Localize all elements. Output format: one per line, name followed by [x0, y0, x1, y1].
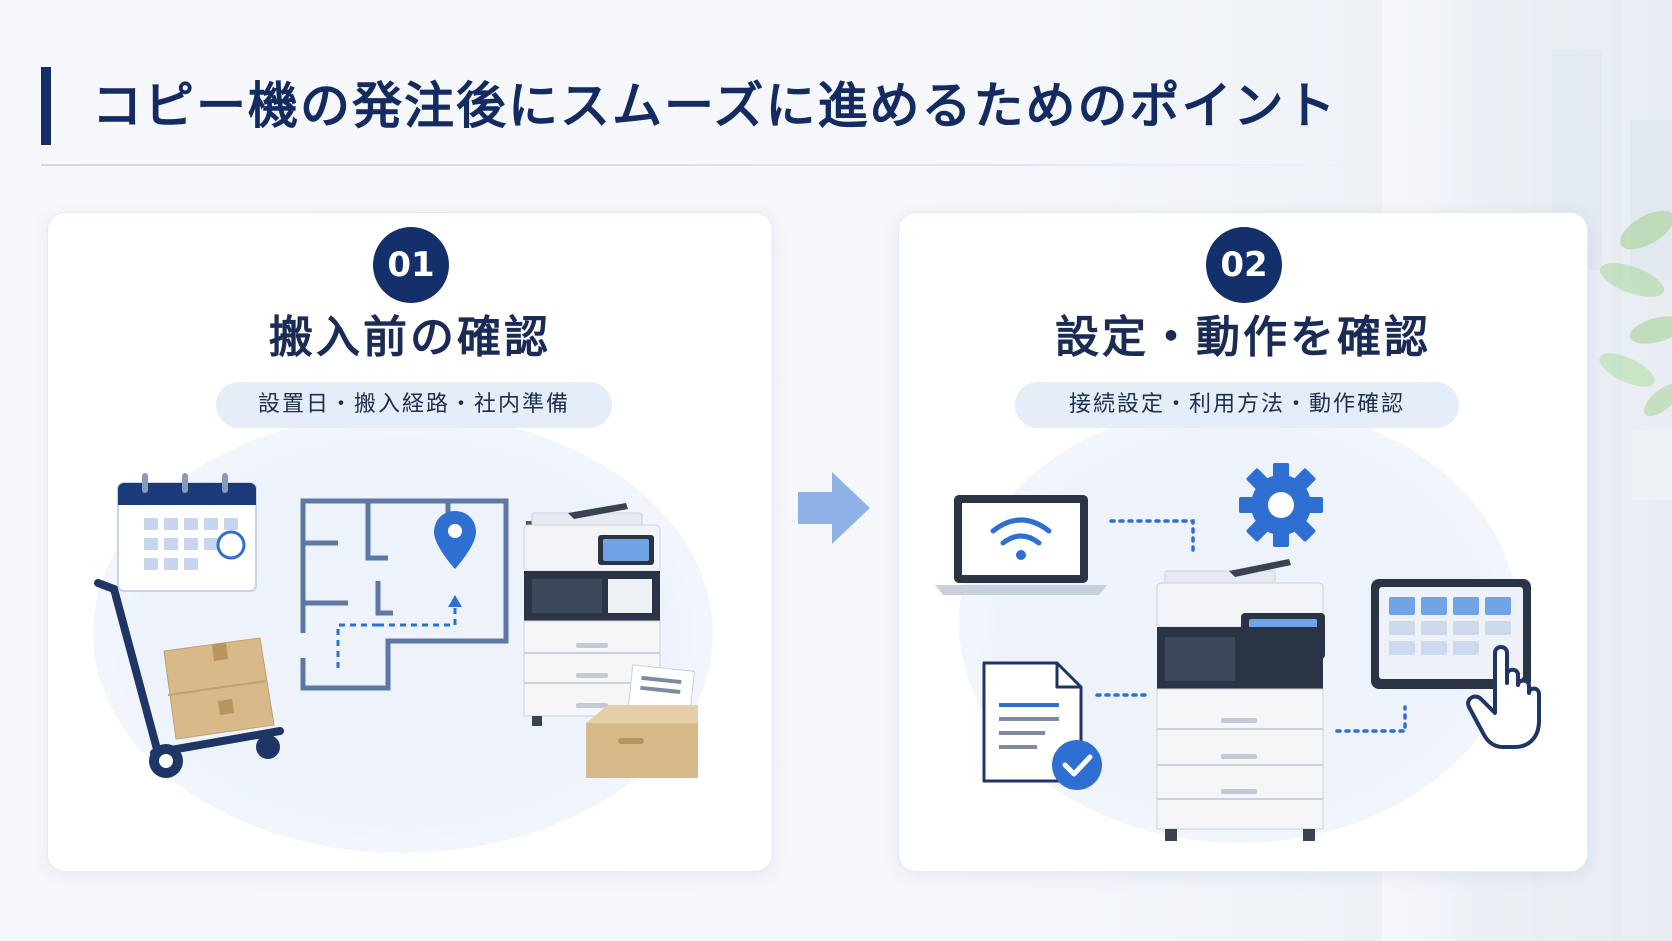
laptop-wifi-icon	[935, 495, 1107, 595]
connector-dots-2	[1335, 705, 1407, 733]
step-number-badge: 02	[1206, 227, 1282, 303]
step-subtitle-pill: 設置日・搬入経路・社内準備	[216, 382, 612, 428]
tablet-icon	[1371, 579, 1531, 689]
calendar-icon	[117, 473, 257, 592]
title-accent-bar	[41, 67, 51, 145]
document-box-icon	[586, 664, 698, 778]
step-subtitle-pill: 接続設定・利用方法・動作確認	[1015, 382, 1459, 428]
right-arrow-icon	[798, 472, 870, 544]
copier-icon	[1156, 559, 1325, 841]
step-title: 搬入前の確認	[269, 312, 551, 363]
step-title: 設定・動作を確認	[1055, 312, 1431, 363]
step-card-1: 01 搬入前の確認 設置日・搬入経路・社内準備	[47, 212, 773, 872]
hand-truck-icon	[94, 579, 284, 778]
floor-plan-icon	[300, 498, 509, 691]
title-divider	[41, 164, 1377, 166]
cardboard-box-icon	[163, 637, 275, 740]
document-check-icon	[982, 661, 1102, 790]
gear-icon	[1239, 463, 1323, 547]
step-2-illustration	[935, 463, 1541, 841]
location-pin-icon	[434, 511, 476, 569]
connector-dots-1	[1109, 519, 1195, 555]
pointer-hand-icon	[1466, 645, 1541, 749]
step-1-illustration	[94, 473, 698, 778]
step-card-2: 02 設定・動作を確認 接続設定・利用方法・動作確認	[898, 212, 1588, 872]
path-arrowhead	[448, 595, 462, 607]
step-number-badge: 01	[373, 227, 449, 303]
page-title: コピー機の発注後にスムーズに進めるためのポイント	[92, 77, 1338, 135]
